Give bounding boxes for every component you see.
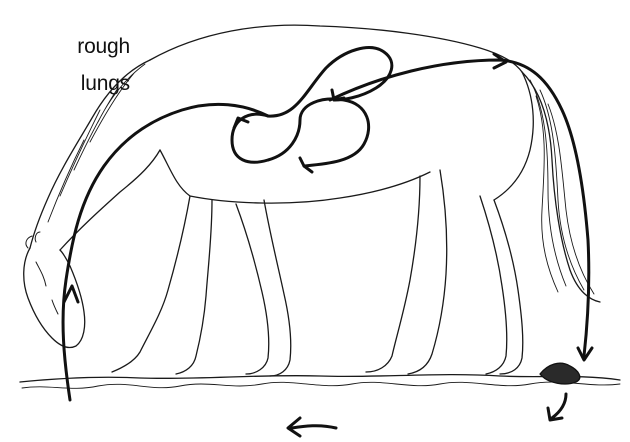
arrowhead-loop-icon xyxy=(234,118,248,128)
hind-leg-left-back xyxy=(408,170,447,374)
horse-face-details xyxy=(36,262,58,314)
horse-ear-strokes xyxy=(26,232,40,248)
horse-outline xyxy=(20,25,620,388)
colon-arrow-path xyxy=(330,60,589,356)
arrow-left-icon xyxy=(288,418,336,436)
grass-strokes xyxy=(22,382,620,388)
arrow-down-left-icon xyxy=(548,394,566,420)
hind-leg-right-back xyxy=(494,200,523,374)
front-leg-right xyxy=(236,204,269,374)
horse-back-line xyxy=(150,25,522,72)
front-leg-left xyxy=(112,196,190,372)
horse-belly-line xyxy=(160,150,430,203)
hind-leg-left xyxy=(366,176,420,372)
dung-pile xyxy=(540,363,580,384)
horse-hindquarter-line xyxy=(494,72,533,200)
ground-line xyxy=(20,375,620,382)
mane-hair-strokes xyxy=(48,64,145,222)
hind-leg-right xyxy=(480,196,507,374)
esophagus-arrow-path xyxy=(63,104,268,400)
front-leg-left-back xyxy=(176,200,212,374)
